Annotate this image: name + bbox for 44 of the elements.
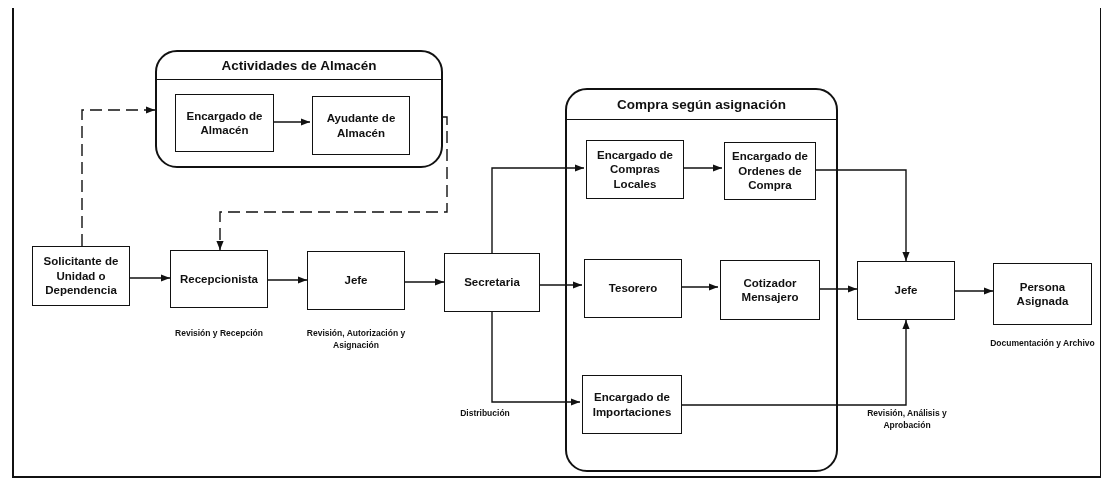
process-box bbox=[584, 259, 682, 318]
box-label: Encargado de Ordenes de Compra bbox=[730, 149, 810, 193]
arrow bbox=[267, 276, 308, 284]
process-box bbox=[170, 250, 268, 308]
arrow bbox=[491, 311, 581, 406]
box-label: Encargado de Compras Locales bbox=[595, 147, 675, 192]
box-label: Ayudante de Almacén bbox=[325, 111, 397, 140]
process-box bbox=[444, 253, 540, 312]
box-label: Cotizador Mensajero bbox=[740, 275, 800, 305]
box-label: Recepcionista bbox=[180, 271, 258, 287]
box-label: Encargado de Importaciones bbox=[591, 390, 673, 419]
process-box bbox=[857, 261, 955, 320]
box-label: Solicitante de Unidad o Dependencia bbox=[42, 254, 120, 298]
dashed-arrow bbox=[216, 116, 448, 251]
box-label: Jefe bbox=[344, 273, 368, 288]
arrow bbox=[491, 164, 585, 254]
process-box bbox=[307, 251, 405, 310]
box-label: Secretaria bbox=[464, 275, 520, 290]
group-panel bbox=[565, 88, 838, 472]
step-note: Revisión, Análisis y Aprobación bbox=[866, 407, 948, 432]
group-panel bbox=[155, 50, 443, 168]
box-label: Persona Asignada bbox=[1015, 279, 1070, 309]
process-box bbox=[582, 375, 682, 434]
process-box bbox=[312, 96, 410, 155]
step-note: Documentación y Archivo bbox=[990, 337, 1095, 350]
process-box bbox=[586, 140, 684, 199]
step-note: Distribución bbox=[459, 407, 511, 420]
arrow bbox=[954, 287, 994, 295]
process-box bbox=[720, 260, 820, 320]
box-label: Jefe bbox=[894, 283, 918, 298]
arrow bbox=[539, 281, 583, 289]
process-box bbox=[175, 94, 274, 152]
group-title: Actividades de Almacén bbox=[221, 58, 377, 73]
process-box bbox=[724, 142, 816, 200]
process-box bbox=[32, 246, 130, 306]
box-label: Encargado de Almacén bbox=[185, 108, 264, 138]
group-title: Compra según asignación bbox=[617, 97, 786, 112]
process-box bbox=[993, 263, 1092, 325]
arrow bbox=[404, 278, 445, 286]
step-note: Revisión, Autorización y Asignación bbox=[305, 327, 407, 352]
arrow bbox=[129, 274, 171, 282]
box-label: Tesorero bbox=[608, 281, 658, 296]
step-note: Revisión y Recepción bbox=[174, 327, 264, 340]
dashed-arrow bbox=[81, 106, 156, 247]
